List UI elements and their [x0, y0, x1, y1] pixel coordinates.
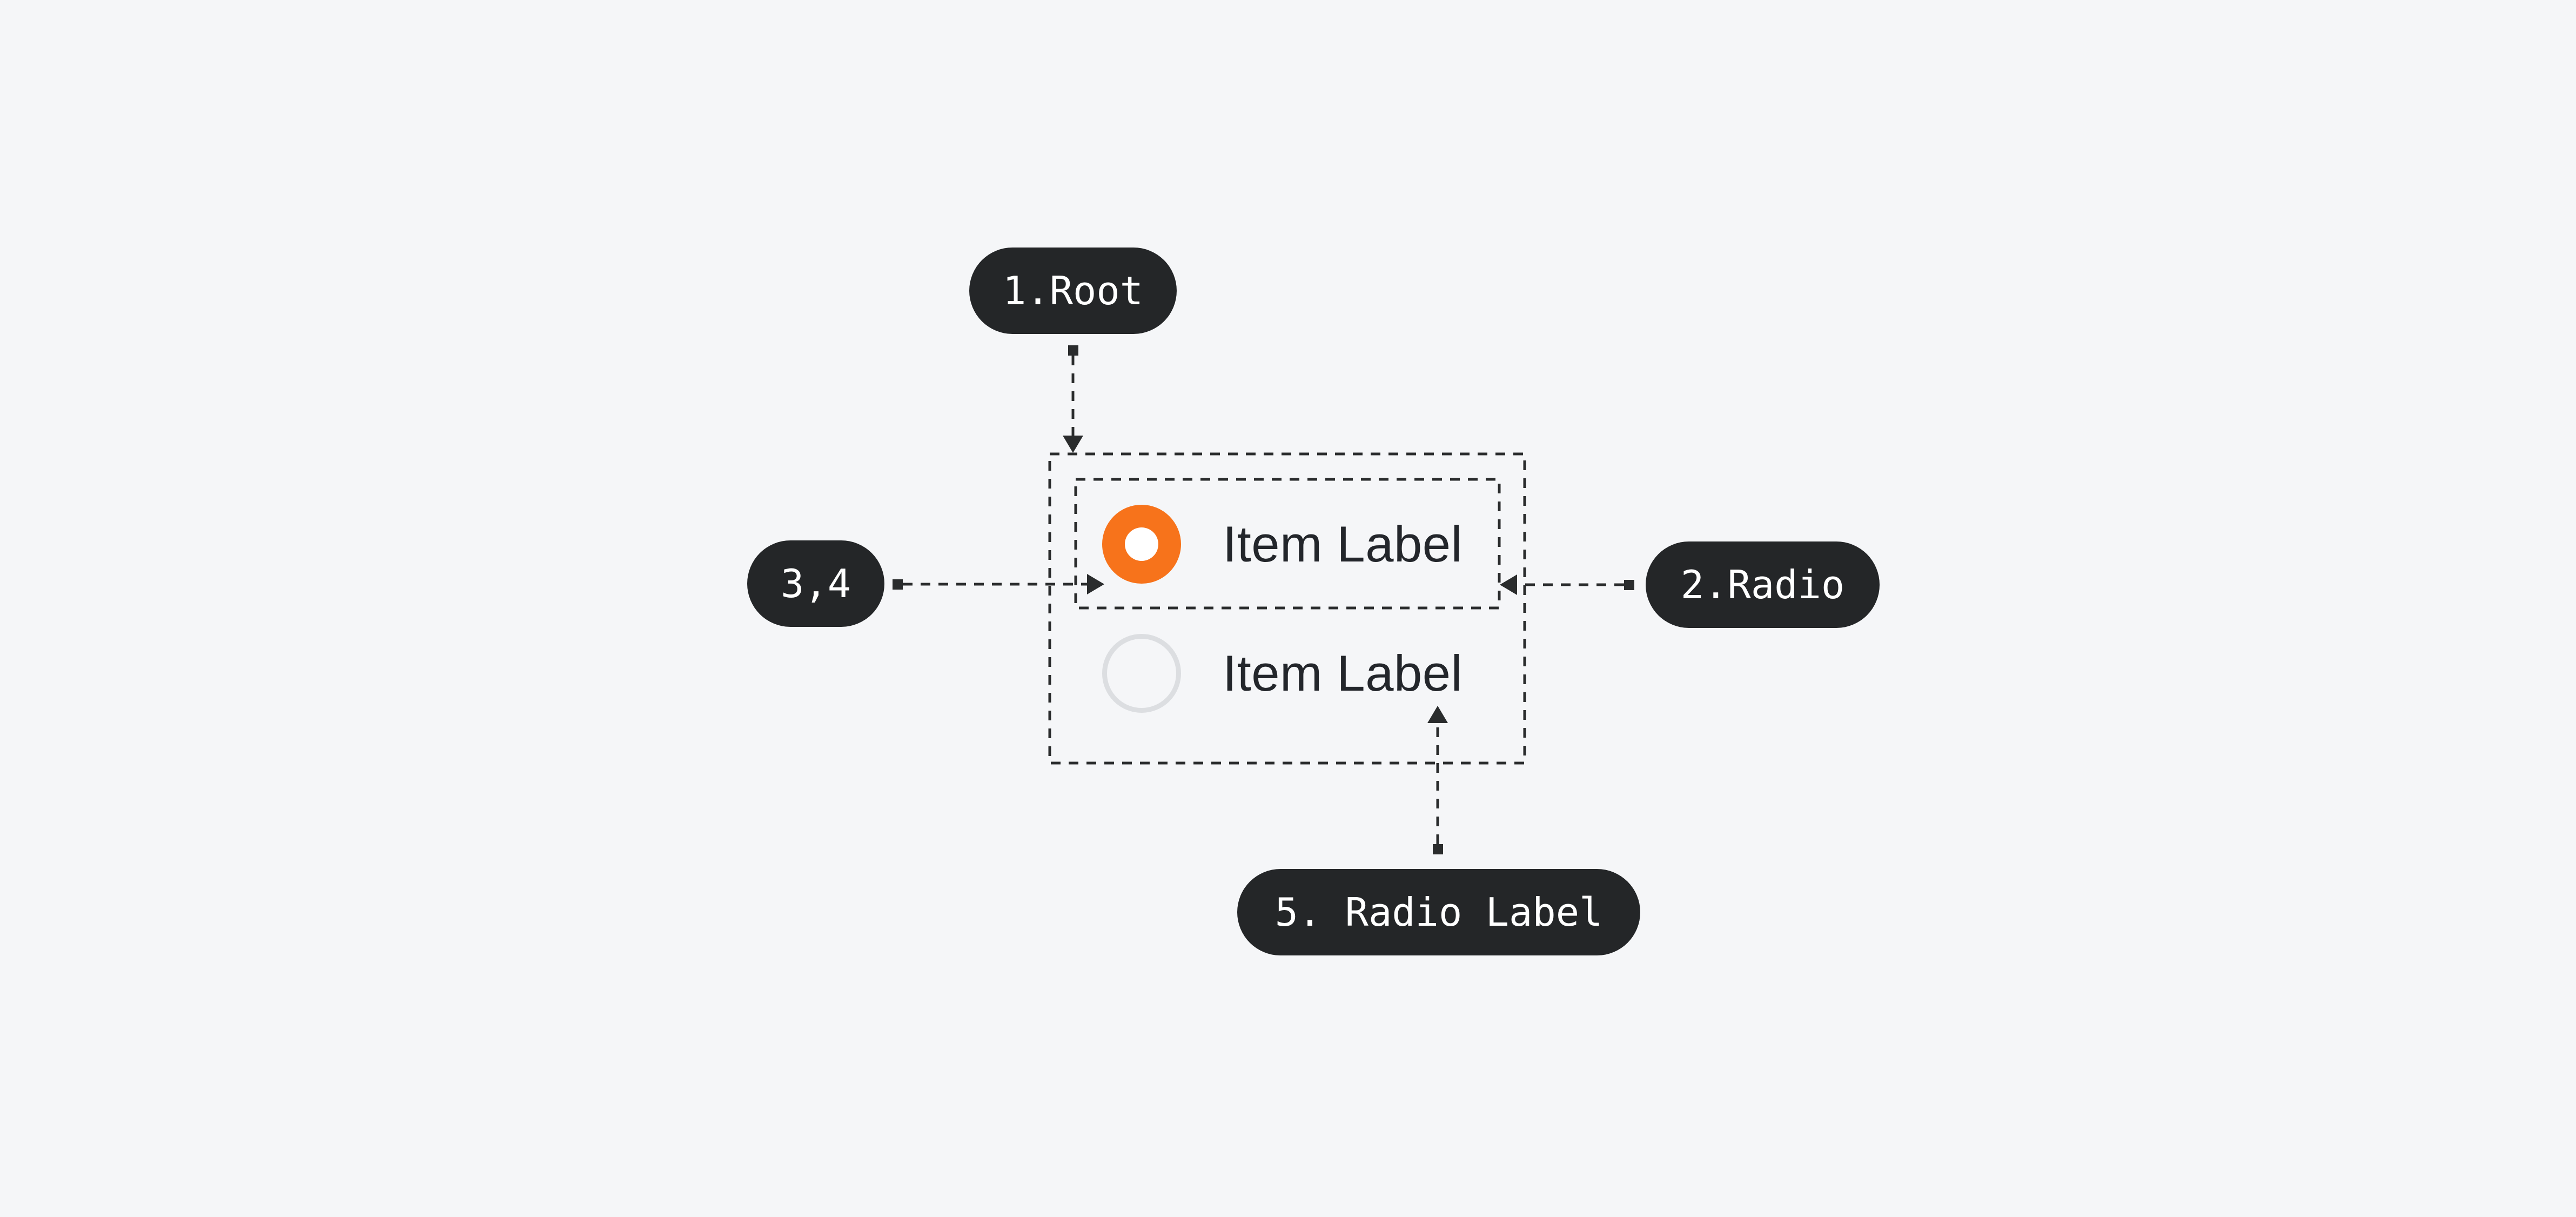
radio-input-unchecked[interactable]	[1102, 634, 1181, 713]
connector-radio-label-dot	[1433, 844, 1443, 854]
radio-indicator-dot	[1125, 527, 1158, 561]
annotation-pill-radio-label: 5. Radio Label	[1237, 869, 1640, 955]
connector-root	[1063, 345, 1083, 453]
radio-item-label: Item Label	[1223, 516, 1463, 572]
radio-item-label: Item Label	[1223, 645, 1463, 701]
annotation-pill-radio: 2.Radio	[1646, 541, 1880, 628]
connector-radio-dot	[1624, 580, 1634, 590]
connector-radio	[1500, 574, 1634, 595]
connector-indicator-dot	[893, 579, 903, 590]
connector-radio-arrowhead-icon	[1500, 574, 1517, 595]
connector-indicator	[893, 574, 1104, 594]
radio-item-unselected[interactable]: Item Label	[1102, 634, 1463, 713]
connector-root-dot	[1068, 345, 1078, 356]
radio-input-checked[interactable]	[1102, 505, 1181, 584]
annotation-pill-root: 1.Root	[969, 248, 1177, 334]
annotation-pill-indicator: 3,4	[747, 540, 885, 627]
connector-radio-label	[1427, 706, 1448, 854]
connector-root-arrowhead-icon	[1063, 436, 1083, 453]
radio-item-selected[interactable]: Item Label	[1102, 505, 1463, 584]
root-boundary-box	[1048, 452, 1526, 765]
